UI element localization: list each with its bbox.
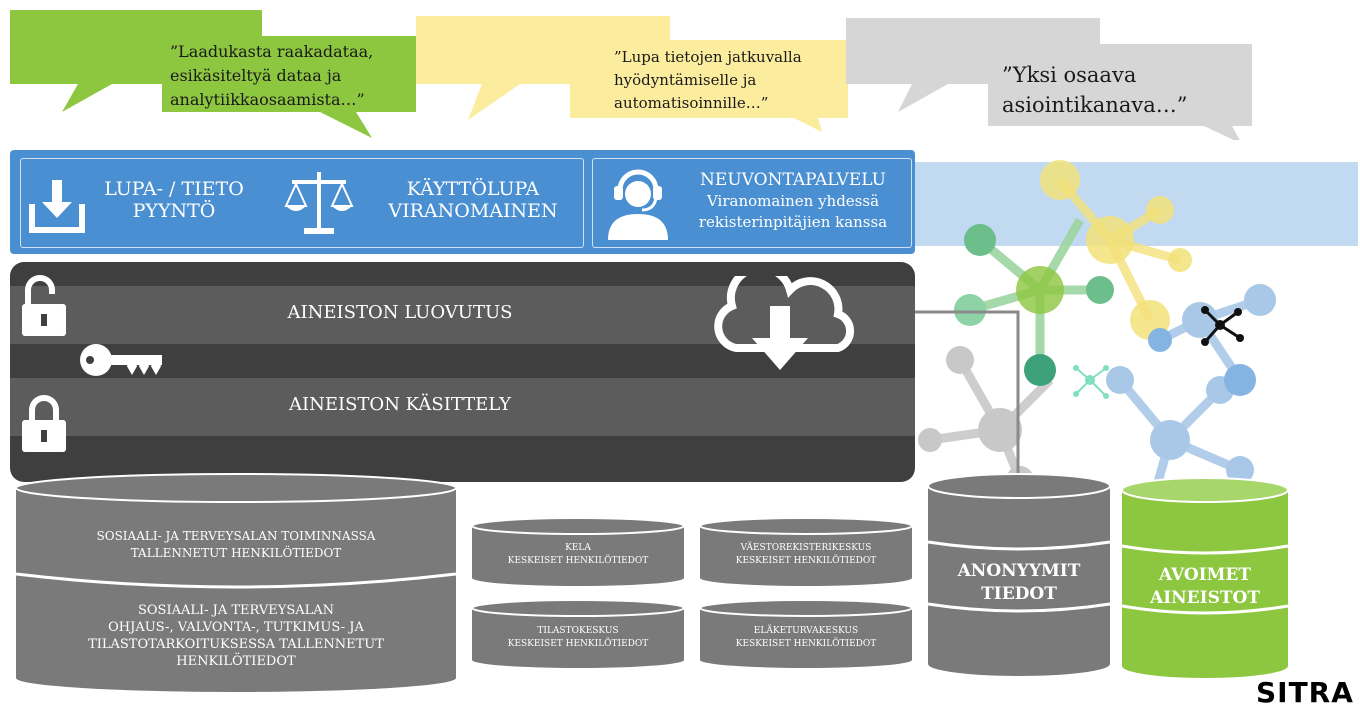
locked-padlock-icon bbox=[22, 395, 66, 452]
open-line-2: AINEISTOT bbox=[1150, 588, 1260, 608]
elaketurvakeskus-db bbox=[699, 599, 913, 668]
key-icon bbox=[80, 344, 162, 376]
black-molecule-nodes bbox=[1201, 306, 1244, 346]
anonymous-db bbox=[927, 473, 1111, 676]
request-label-line-2: PYYNTÖ bbox=[132, 200, 216, 222]
blue-network-nodes bbox=[1106, 284, 1276, 484]
request-permit-panel bbox=[20, 158, 584, 248]
green-bubble-line-1: ”Laadukasta raakadataa, bbox=[170, 42, 374, 61]
social-health-bottom-line-2: OHJAUS-, VALVONTA-, TUTKIMUS- JA bbox=[108, 620, 364, 635]
sitra-logo: SITRA bbox=[1256, 676, 1354, 709]
social-health-top-line-2: TALLENNETUT HENKILÖTIEDOT bbox=[130, 546, 342, 560]
kela-line-1: KELA bbox=[565, 543, 591, 553]
elaketurvakeskus-db-text: ELÄKETURVAKESKUS KESKEISET HENKILÖTIEDOT bbox=[700, 625, 912, 651]
social-health-db bbox=[15, 473, 457, 692]
yellow-bubble-line-1: ”Lupa tietojen jatkuvalla bbox=[614, 48, 802, 66]
kela-db-text: KELA KESKEISET HENKILÖTIEDOT bbox=[472, 542, 684, 568]
cloud-download-icon bbox=[714, 276, 855, 370]
teal-molecule-nodes bbox=[1073, 365, 1109, 399]
yellow-network-nodes bbox=[1040, 160, 1192, 340]
etk-line-2: KESKEISET HENKILÖTIEDOT bbox=[735, 639, 877, 649]
green-bubble-text: ”Laadukasta raakadataa, esikäsiteltyä da… bbox=[170, 40, 373, 112]
tilastokeskus-db-text: TILASTOKESKUS KESKEISET HENKILÖTIEDOT bbox=[472, 625, 684, 651]
advisory-title: NEUVONTAPALVELU bbox=[700, 170, 886, 190]
tilastokeskus-db bbox=[471, 599, 685, 668]
download-icon bbox=[29, 180, 85, 233]
gray-bubble-back bbox=[846, 18, 1100, 112]
open-data-db bbox=[1121, 477, 1289, 678]
social-health-db-top-text: SOSIAALI- JA TERVEYSALAN TOIMINNASSA TAL… bbox=[20, 528, 452, 562]
release-band bbox=[10, 286, 915, 344]
gray-bubble-line-2: asiointikanava…” bbox=[1002, 93, 1188, 117]
anonymous-line-2: TIEDOT bbox=[981, 584, 1057, 604]
social-health-bottom-line-3: TILASTOTARKOITUKSESSA TALLENNETUT bbox=[88, 637, 384, 652]
gray-bubble-front bbox=[988, 44, 1252, 140]
gray-bubble-line-1: ”Yksi osaava bbox=[1002, 63, 1137, 87]
kela-db bbox=[471, 517, 685, 586]
request-label: LUPA- / TIETO PYYNTÖ bbox=[84, 178, 264, 222]
social-health-top-line-1: SOSIAALI- JA TERVEYSALAN TOIMINNASSA bbox=[96, 529, 376, 543]
release-label: AINEISTON LUOVUTUS bbox=[287, 302, 513, 323]
connector-line bbox=[914, 310, 1020, 480]
advisory-line-1: Viranomainen yhdessä bbox=[706, 192, 880, 210]
request-permit-bar bbox=[10, 150, 915, 254]
green-bubble-line-2: esikäsiteltyä dataa ja bbox=[170, 66, 342, 85]
advisory-text: NEUVONTAPALVELU Viranomainen yhdessä rek… bbox=[676, 170, 910, 233]
advisory-line-2: rekisterinpitäjien kanssa bbox=[698, 213, 888, 231]
unlocked-padlock-icon bbox=[22, 275, 66, 336]
yellow-bubble-line-3: automatisoinnille…” bbox=[614, 94, 769, 112]
tilastokeskus-line-1: TILASTOKESKUS bbox=[537, 626, 619, 636]
tilastokeskus-line-2: KESKEISET HENKILÖTIEDOT bbox=[507, 639, 649, 649]
vaestorekisterikeskus-db bbox=[699, 517, 913, 586]
vrk-line-2: KESKEISET HENKILÖTIEDOT bbox=[735, 556, 877, 566]
speech-bubbles-layer bbox=[10, 10, 1252, 140]
headset-person-icon bbox=[608, 169, 668, 240]
databases-layer bbox=[15, 473, 1289, 692]
anonymous-db-text: ANONYYMIT TIEDOT bbox=[928, 560, 1110, 606]
green-bubble-back bbox=[10, 10, 262, 112]
social-health-bottom-line-1: SOSIAALI- JA TERVEYSALAN bbox=[137, 603, 335, 618]
green-network-nodes bbox=[954, 224, 1114, 386]
social-health-bottom-line-4: HENKILÖTIEDOT bbox=[176, 654, 296, 669]
open-line-1: AVOIMET bbox=[1158, 565, 1252, 585]
etk-line-1: ELÄKETURVAKESKUS bbox=[753, 626, 859, 636]
kela-line-2: KESKEISET HENKILÖTIEDOT bbox=[507, 556, 649, 566]
permit-label-line-2: VIRANOMAINEN bbox=[388, 200, 558, 222]
yellow-bubble-line-2: hyödyntämiselle ja bbox=[614, 71, 757, 89]
gray-bubble-text: ”Yksi osaava asiointikanava…” bbox=[1002, 60, 1187, 120]
yellow-bubble-text: ”Lupa tietojen jatkuvalla hyödyntämisell… bbox=[614, 46, 802, 115]
yellow-bubble-front bbox=[570, 40, 848, 132]
green-bubble-front bbox=[162, 36, 416, 138]
social-health-db-bottom-text: SOSIAALI- JA TERVEYSALAN OHJAUS-, VALVON… bbox=[20, 602, 452, 670]
anonymous-line-1: ANONYYMIT bbox=[957, 561, 1081, 581]
scales-icon bbox=[284, 172, 354, 234]
vaestorekisterikeskus-db-text: VÄESTOREKISTERIKESKUS KESKEISET HENKILÖT… bbox=[700, 542, 912, 568]
handling-band bbox=[10, 378, 915, 436]
request-label-line-1: LUPA- / TIETO bbox=[104, 178, 244, 200]
network-graphic bbox=[912, 160, 1358, 512]
handling-label: AINEISTON KÄSITTELY bbox=[288, 394, 511, 415]
vrk-line-1: VÄESTOREKISTERIKESKUS bbox=[740, 543, 872, 553]
permit-label: KÄYTTÖLUPA VIRANOMAINEN bbox=[368, 178, 578, 222]
advisory-panel bbox=[592, 158, 912, 248]
open-data-db-text: AVOIMET AINEISTOT bbox=[1122, 564, 1288, 610]
green-bubble-line-3: analytiikkaosaamista…” bbox=[170, 90, 365, 109]
permit-label-line-1: KÄYTTÖLUPA bbox=[406, 178, 540, 200]
